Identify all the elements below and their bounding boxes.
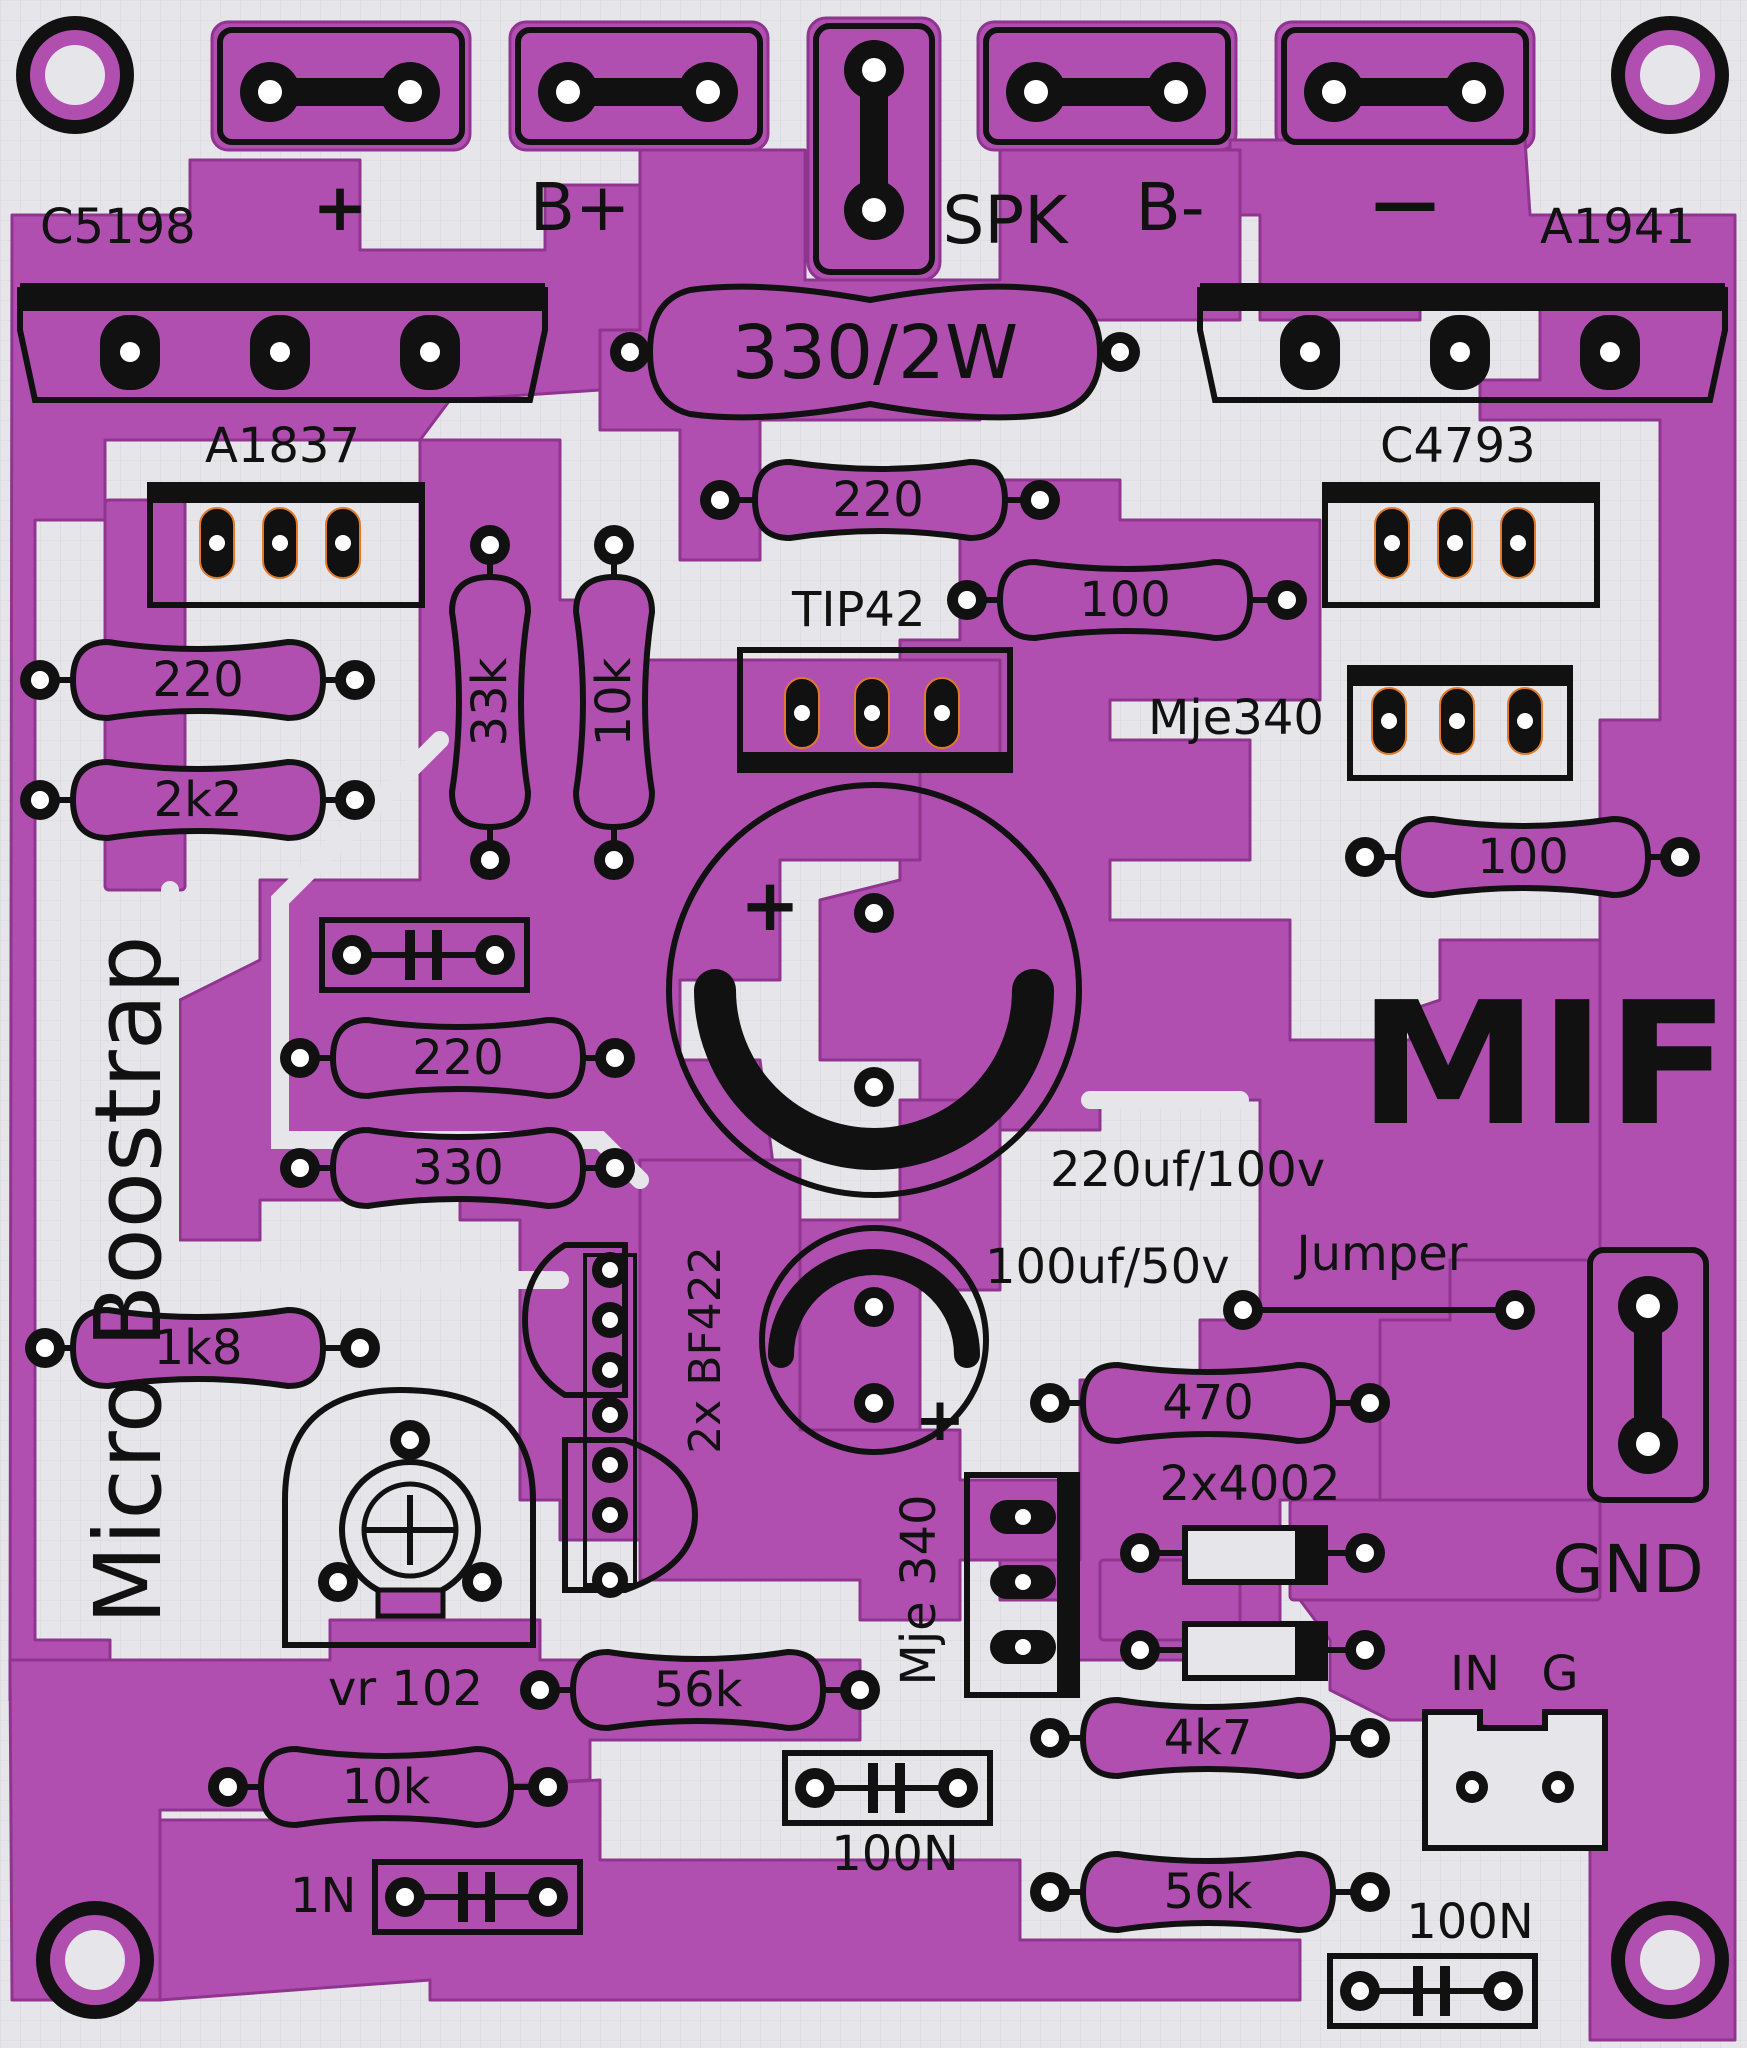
resistor-330-center [280, 1126, 635, 1210]
plus-label: + [312, 169, 367, 246]
r470-label: 470 [1162, 1375, 1254, 1431]
resistor-470 [1030, 1361, 1390, 1445]
terminal-b-plus [515, 27, 763, 145]
resistor-56k-a [520, 1648, 880, 1732]
mounting-hole-bottom-left [36, 1901, 154, 2019]
r4k7-label: 4k7 [1164, 1710, 1253, 1766]
c100n-a-label: 100N [831, 1826, 959, 1882]
diode-1 [1120, 1525, 1385, 1585]
capacitor-1n [372, 1859, 583, 1935]
c220uf-label: 220uf/100v [1050, 1142, 1325, 1198]
r10k-bottom-label: 10k [342, 1759, 431, 1815]
bf422-label: 2x BF422 [680, 1246, 731, 1454]
g-label: G [1541, 1646, 1578, 1702]
capacitor-100n-a [782, 1750, 993, 1826]
transistor-tip42 [737, 647, 1013, 773]
resistor-1k8 [25, 1306, 380, 1390]
r56k-b-label: 56k [1164, 1864, 1253, 1920]
transistor-c5198 [17, 283, 548, 403]
diode-2 [1120, 1621, 1385, 1681]
resistor-10k-bottom [208, 1745, 568, 1829]
r100-mid-label: 100 [1079, 572, 1171, 628]
capacitor-100uf [759, 1225, 989, 1455]
gnd-label: GND [1552, 1531, 1703, 1608]
transistor-bf422-pair [521, 1242, 699, 1598]
transistor-c4793 [1322, 482, 1600, 608]
terminal-minus [1281, 27, 1529, 145]
resistor-56k-b [1030, 1850, 1390, 1934]
r330-center-label: 330 [412, 1140, 504, 1196]
c100n-b-label: 100N [1406, 1894, 1534, 1950]
input-connector [1422, 1709, 1608, 1851]
vr102-label: vr 102 [328, 1661, 483, 1717]
mje340-top-label: Mje340 [1148, 690, 1324, 746]
in-label: IN [1450, 1646, 1500, 1702]
minus-label: — [1372, 164, 1438, 241]
diodes-label: 2x4002 [1159, 1456, 1340, 1512]
cap100-plus-sign: + [915, 1385, 965, 1455]
jumper-label: Jumper [1293, 1226, 1467, 1282]
r220-left-label: 220 [152, 652, 244, 708]
mounting-hole-top-left [16, 16, 134, 134]
capacitor-220uf [666, 782, 1082, 1198]
trimmer-vr102 [282, 1386, 536, 1648]
transistor-mje340-top [1347, 665, 1573, 781]
resistor-220-center [280, 1016, 635, 1100]
c1n-label: 1N [290, 1868, 356, 1924]
capacitor-small-left [319, 917, 530, 993]
capacitor-100n-b [1327, 1953, 1538, 2029]
c5198-label: C5198 [40, 199, 196, 255]
c100uf-label: 100uf/50v [985, 1239, 1230, 1295]
resistor-33k [448, 525, 532, 880]
r330-2w-label: 330/2W [732, 310, 1018, 396]
resistor-100-right [1345, 815, 1700, 899]
a1837-label: A1837 [205, 418, 360, 474]
resistor-330-2w [610, 283, 1140, 421]
r2k2-label: 2k2 [154, 772, 243, 828]
resistor-10k-top [572, 525, 656, 880]
tip42-label: TIP42 [791, 582, 926, 638]
terminal-plus [217, 27, 465, 145]
b-plus-label: B+ [530, 169, 631, 246]
resistor-4k7 [1030, 1696, 1390, 1780]
transistor-a1941 [1197, 283, 1728, 403]
terminal-spk [813, 23, 935, 275]
r220-top-label: 220 [832, 472, 924, 528]
transistor-mje340-bottom [964, 1472, 1080, 1698]
r1k8-label: 1k8 [154, 1320, 243, 1376]
terminal-gnd [1587, 1247, 1709, 1503]
mje340-bottom-label: Mje 340 [891, 1494, 947, 1685]
r33k-label: 33k [462, 657, 518, 746]
board-title-vertical: Micro Boostrap [75, 935, 182, 1624]
mounting-holes [16, 16, 1729, 2019]
jumper-wire [1223, 1290, 1535, 1330]
r10k-top-label: 10k [586, 657, 642, 746]
a1941-label: A1941 [1540, 199, 1695, 255]
r220-center-label: 220 [412, 1030, 504, 1086]
mif-logo: MIF [1358, 966, 1730, 1164]
resistor-100-mid [947, 558, 1307, 642]
c4793-label: C4793 [1380, 418, 1536, 474]
resistor-220-left [20, 638, 375, 722]
transistor-a1837 [147, 482, 425, 608]
terminal-b-minus [983, 27, 1231, 145]
mounting-hole-bottom-right [1611, 1901, 1729, 2019]
mounting-hole-top-right [1611, 16, 1729, 134]
b-minus-label: B- [1135, 169, 1204, 246]
spk-label: SPK [943, 182, 1070, 259]
resistor-2k2 [20, 758, 375, 842]
resistors [20, 458, 1700, 1934]
cap220-plus-sign: + [740, 863, 800, 947]
resistor-220-top [700, 458, 1060, 542]
r100-right-label: 100 [1477, 829, 1569, 885]
r56k-a-label: 56k [654, 1662, 743, 1718]
